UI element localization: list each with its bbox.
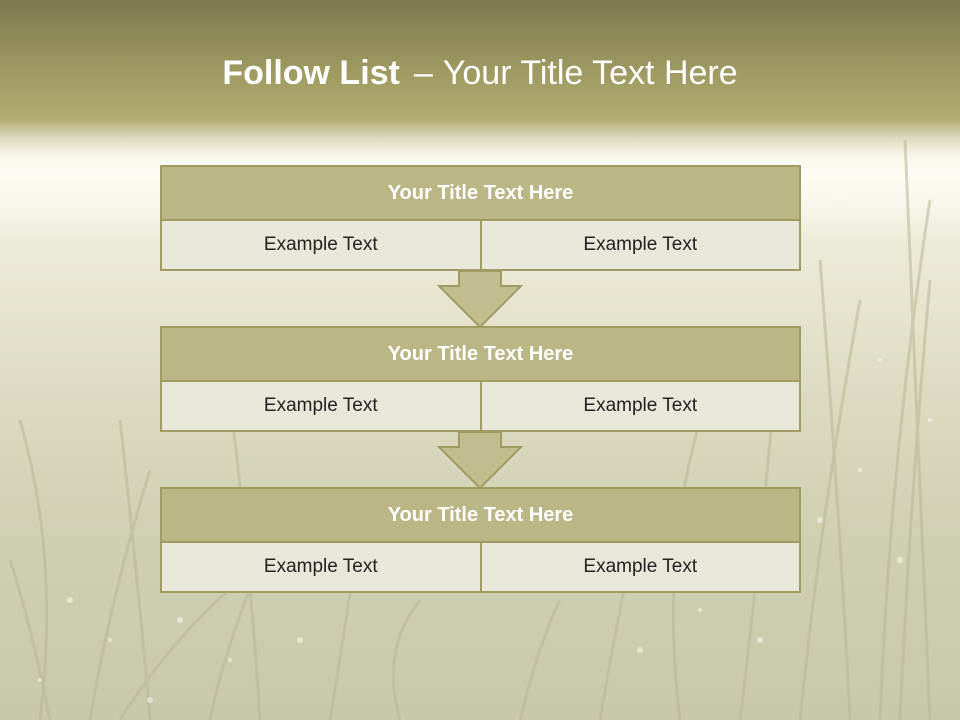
box-cell-right: Example Text: [481, 543, 801, 593]
slide-title: Follow List–Your Title Text Here: [0, 54, 960, 93]
box-cell-right: Example Text: [481, 382, 801, 432]
box-cell-left: Example Text: [160, 543, 482, 593]
box-cell-right: Example Text: [481, 221, 801, 271]
box-heading: Your Title Text Here: [160, 326, 801, 382]
down-arrow-icon: [437, 431, 523, 489]
follow-box-3: Your Title Text Here Example Text Exampl…: [160, 487, 801, 593]
down-arrow-icon: [437, 270, 523, 328]
title-dash: –: [413, 54, 433, 92]
title-rest-part: Your Title Text Here: [442, 54, 738, 92]
box-row: Example Text Example Text: [160, 543, 801, 593]
follow-box-1: Your Title Text Here Example Text Exampl…: [160, 165, 801, 271]
follow-box-2: Your Title Text Here Example Text Exampl…: [160, 326, 801, 432]
box-cell-left: Example Text: [160, 221, 482, 271]
title-bold-part: Follow List: [222, 54, 400, 92]
box-cell-left: Example Text: [160, 382, 482, 432]
box-row: Example Text Example Text: [160, 382, 801, 432]
box-heading: Your Title Text Here: [160, 487, 801, 543]
box-row: Example Text Example Text: [160, 221, 801, 271]
box-heading: Your Title Text Here: [160, 165, 801, 221]
